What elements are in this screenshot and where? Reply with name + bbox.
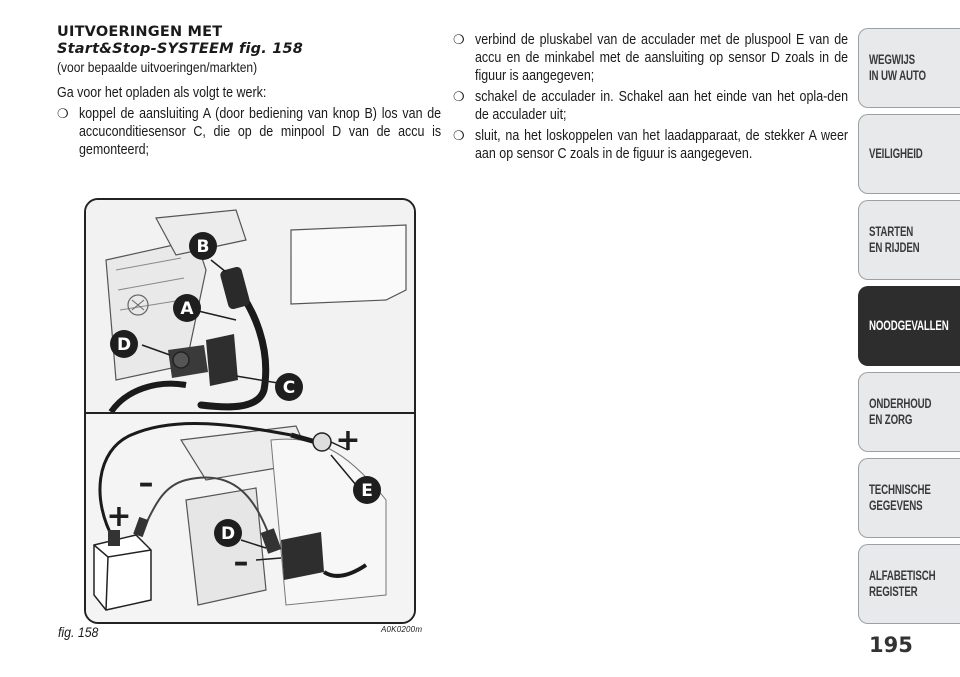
intro-paragraph: Ga voor het opladen als volgt te werk: bbox=[57, 85, 267, 101]
tab-starten[interactable]: STARTEN EN RIJDEN bbox=[858, 200, 960, 280]
section-heading-line1: UITVOERINGEN MET bbox=[57, 24, 223, 40]
left-bullet-list: ❍ koppel de aansluiting A (door bedienin… bbox=[57, 105, 442, 159]
bullet-text: verbind de pluskabel van de acculader me… bbox=[475, 32, 849, 84]
figure-caption: fig. 158 bbox=[58, 624, 99, 640]
left-column: UITVOERINGEN MET Start&Stop-SYSTEEM fig.… bbox=[57, 24, 442, 159]
tab-label: ALFABETISCH REGISTER bbox=[869, 568, 936, 599]
section-heading: UITVOERINGEN MET Start&Stop-SYSTEEM fig.… bbox=[57, 24, 442, 58]
tab-label: NOODGEVALLEN bbox=[869, 318, 949, 333]
right-column: ❍ verbind de pluskabel van de acculader … bbox=[453, 28, 849, 163]
plus-sign-e: + bbox=[335, 423, 360, 458]
tab-alfabetisch-register[interactable]: ALFABETISCH REGISTER bbox=[858, 544, 960, 624]
section-subnote: (voor bepaalde uitvoeringen/markten) bbox=[57, 59, 258, 75]
svg-text:B: B bbox=[197, 237, 210, 257]
callout-e: E bbox=[353, 476, 381, 504]
plus-sign-charger: + bbox=[106, 499, 131, 534]
right-bullet-list: ❍ verbind de pluskabel van de acculader … bbox=[453, 31, 849, 163]
callout-d-top: D bbox=[110, 330, 138, 358]
minus-sign-charger: – bbox=[139, 466, 154, 501]
page-number: 195 bbox=[869, 633, 913, 657]
bullet-text: schakel de acculader in. Schakel aan het… bbox=[475, 89, 849, 123]
list-item: ❍ koppel de aansluiting A (door bedienin… bbox=[57, 105, 442, 159]
section-heading-line2: Start&Stop-SYSTEEM fig. 158 bbox=[57, 41, 304, 57]
callout-b: B bbox=[189, 232, 217, 260]
figure-code: A0K0200m bbox=[381, 625, 423, 634]
tab-label: ONDERHOUD EN ZORG bbox=[869, 396, 932, 427]
callout-a: A bbox=[173, 294, 201, 322]
tab-wegwijs[interactable]: WEGWIJS IN UW AUTO bbox=[858, 28, 960, 108]
bullet-text: koppel de aansluiting A (door bediening … bbox=[79, 106, 442, 158]
battery-charging-diagram: B A D C E D + – + bbox=[86, 200, 414, 622]
figure-158-illustration: B A D C E D + – + bbox=[84, 198, 416, 624]
list-item: ❍ sluit, na het loskoppelen van het laad… bbox=[453, 127, 849, 163]
bullet-circle-icon: ❍ bbox=[453, 128, 465, 143]
svg-text:C: C bbox=[283, 378, 295, 398]
tab-label: STARTEN EN RIJDEN bbox=[869, 224, 920, 255]
tab-label: TECHNISCHE GEGEVENS bbox=[869, 482, 931, 513]
list-item: ❍ verbind de pluskabel van de acculader … bbox=[453, 31, 849, 85]
bullet-text: sluit, na het loskoppelen van het laadap… bbox=[475, 128, 849, 162]
svg-text:D: D bbox=[117, 335, 131, 355]
list-item: ❍ schakel de acculader in. Schakel aan h… bbox=[453, 88, 849, 124]
callout-d-bottom: D bbox=[214, 519, 242, 547]
svg-text:A: A bbox=[180, 299, 194, 319]
tab-label: VEILIGHEID bbox=[869, 146, 923, 161]
bullet-circle-icon: ❍ bbox=[453, 89, 465, 104]
tab-veiligheid[interactable]: VEILIGHEID bbox=[858, 114, 960, 194]
bullet-circle-icon: ❍ bbox=[453, 32, 465, 47]
svg-text:E: E bbox=[361, 481, 373, 501]
tab-onderhoud[interactable]: ONDERHOUD EN ZORG bbox=[858, 372, 960, 452]
callout-c: C bbox=[275, 373, 303, 401]
tab-technische-gegevens[interactable]: TECHNISCHE GEGEVENS bbox=[858, 458, 960, 538]
tab-label: WEGWIJS IN UW AUTO bbox=[869, 52, 926, 83]
minus-sign-d: – bbox=[234, 545, 249, 580]
tab-noodgevallen[interactable]: NOODGEVALLEN bbox=[858, 286, 960, 366]
svg-text:D: D bbox=[221, 524, 235, 544]
bullet-circle-icon: ❍ bbox=[57, 106, 69, 121]
